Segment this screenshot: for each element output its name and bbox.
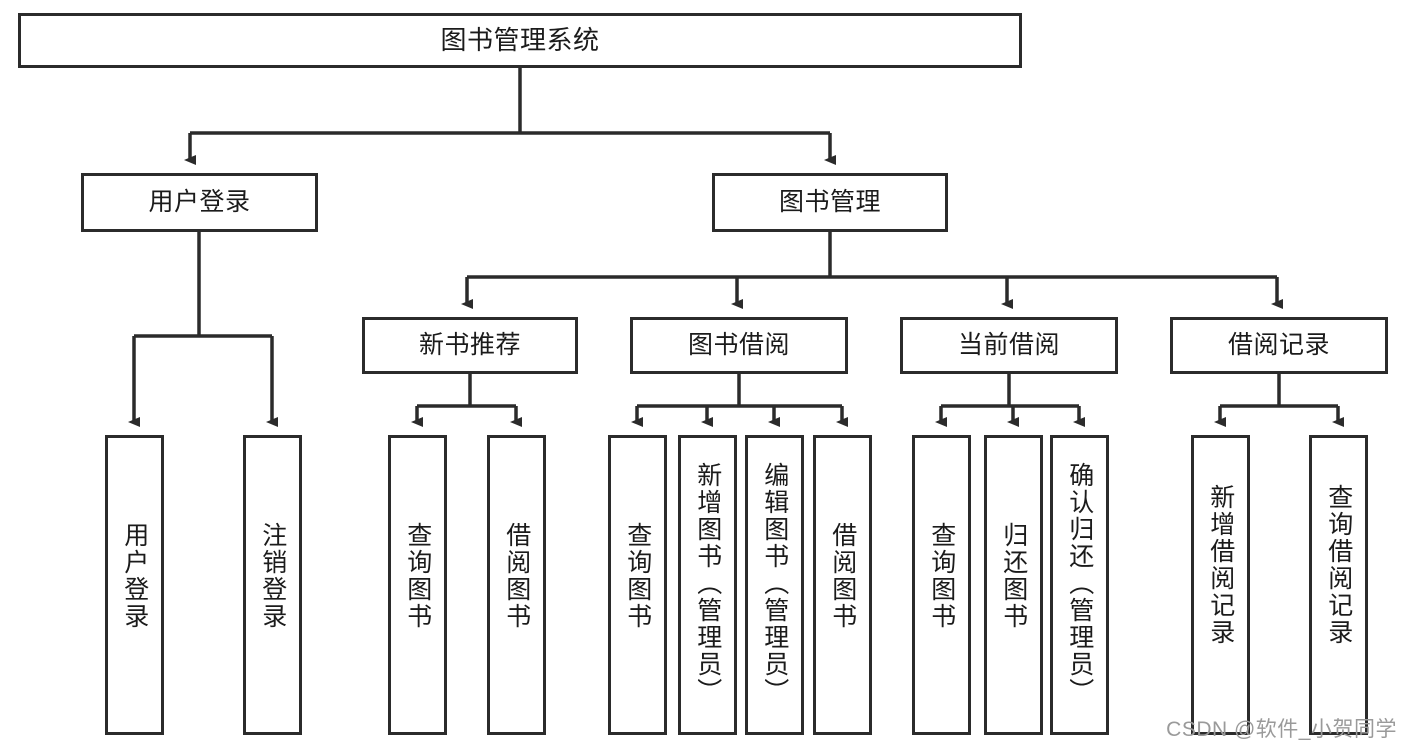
- node-current-borrow-label: 当前借阅: [957, 330, 1060, 359]
- node-leaf-query-book-2[interactable]: 查询图书: [608, 435, 667, 735]
- node-leaf-query-record-label: 查询借阅记录: [1324, 484, 1353, 646]
- node-borrow-record[interactable]: 借阅记录: [1170, 317, 1388, 374]
- node-leaf-edit-book[interactable]: 编辑图书（管理员）: [745, 435, 804, 735]
- node-new-book-rec[interactable]: 新书推荐: [362, 317, 578, 374]
- node-leaf-confirm-return[interactable]: 确认归还（管理员）: [1050, 435, 1109, 735]
- node-leaf-add-record[interactable]: 新增借阅记录: [1191, 435, 1250, 735]
- node-current-borrow[interactable]: 当前借阅: [900, 317, 1118, 374]
- node-leaf-borrow-book-1[interactable]: 借阅图书: [487, 435, 546, 735]
- node-leaf-user-login-label: 用户登录: [120, 522, 149, 630]
- node-leaf-borrow-book-1-label: 借阅图书: [502, 522, 531, 630]
- node-leaf-user-logout-label: 注销登录: [258, 522, 287, 630]
- node-leaf-return-book-label: 归还图书: [999, 522, 1028, 630]
- node-book-borrow-label: 图书借阅: [687, 330, 790, 359]
- node-leaf-user-login[interactable]: 用户登录: [105, 435, 164, 735]
- node-borrow-record-label: 借阅记录: [1227, 330, 1330, 359]
- node-book-borrow[interactable]: 图书借阅: [630, 317, 848, 374]
- node-leaf-query-book-1[interactable]: 查询图书: [388, 435, 447, 735]
- node-leaf-query-record[interactable]: 查询借阅记录: [1309, 435, 1368, 735]
- node-leaf-edit-book-label: 编辑图书（管理员）: [760, 462, 789, 705]
- node-leaf-confirm-return-label: 确认归还（管理员）: [1065, 462, 1094, 705]
- node-leaf-add-book-label: 新增图书（管理员）: [693, 462, 722, 705]
- node-leaf-add-record-label: 新增借阅记录: [1206, 484, 1235, 646]
- node-root[interactable]: 图书管理系统: [18, 13, 1022, 68]
- node-new-book-rec-label: 新书推荐: [418, 330, 521, 359]
- node-book-manage-label: 图书管理: [778, 187, 881, 216]
- node-leaf-borrow-book-2[interactable]: 借阅图书: [813, 435, 872, 735]
- node-leaf-query-book-3-label: 查询图书: [927, 522, 956, 630]
- watermark-text: CSDN @软件_小贺同学: [1166, 718, 1397, 741]
- node-leaf-add-book[interactable]: 新增图书（管理员）: [678, 435, 737, 735]
- node-leaf-query-book-3[interactable]: 查询图书: [912, 435, 971, 735]
- node-leaf-query-book-2-label: 查询图书: [623, 522, 652, 630]
- node-leaf-query-book-1-label: 查询图书: [403, 522, 432, 630]
- node-leaf-user-logout[interactable]: 注销登录: [243, 435, 302, 735]
- node-leaf-borrow-book-2-label: 借阅图书: [828, 522, 857, 630]
- node-book-manage[interactable]: 图书管理: [712, 173, 948, 232]
- node-root-label: 图书管理系统: [440, 25, 600, 56]
- node-user-login[interactable]: 用户登录: [81, 173, 318, 232]
- node-leaf-return-book[interactable]: 归还图书: [984, 435, 1043, 735]
- node-user-login-label: 用户登录: [148, 187, 251, 216]
